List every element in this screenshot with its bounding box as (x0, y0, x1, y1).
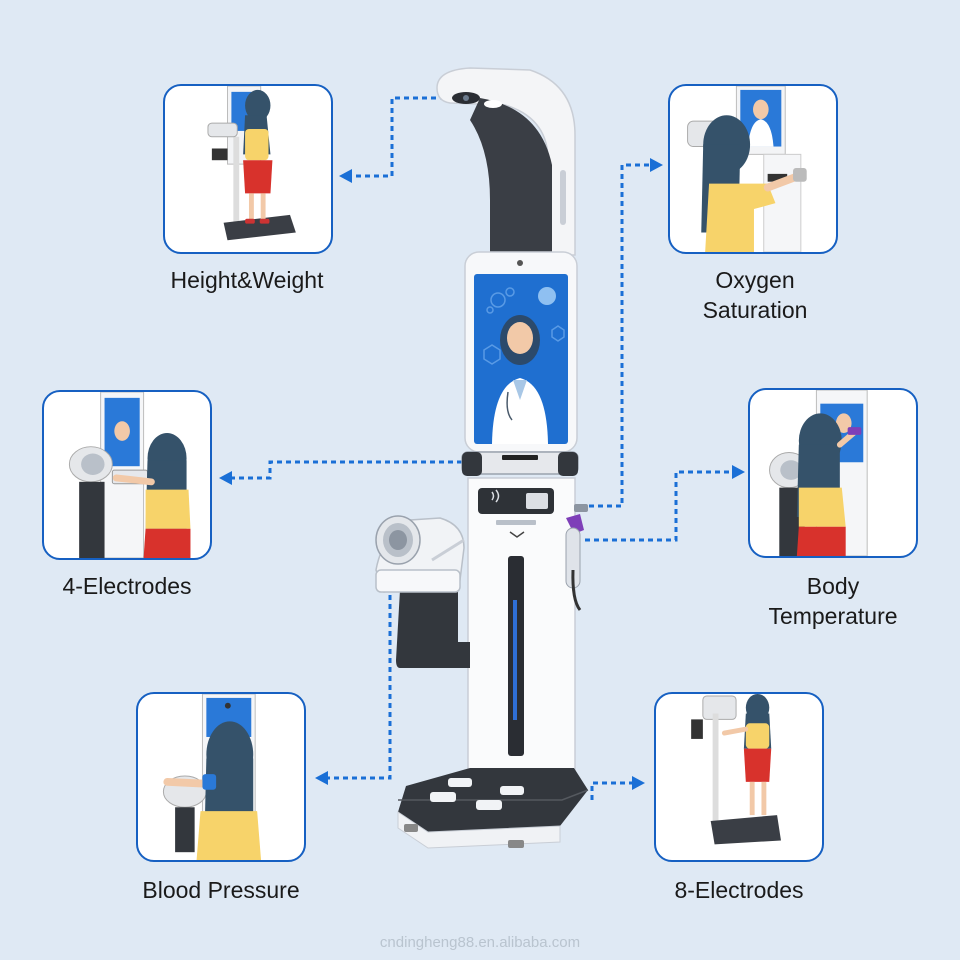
woman-oxygen-test-illustration (687, 86, 807, 252)
watermark-text: cndingheng88.en.alibaba.com (379, 934, 581, 951)
woman-hand-electrodes-illustration (68, 392, 191, 558)
4-electrodes-card (42, 390, 212, 560)
woman-on-scale-illustration (207, 86, 296, 241)
connector-oxygen (580, 163, 650, 508)
arrow-icon (632, 776, 645, 790)
arrow-icon (732, 465, 745, 479)
blood-pressure-label: Blood Pressure (142, 877, 300, 903)
8-electrodes-card (654, 692, 824, 862)
body-temperature-label: Body Temperature (718, 571, 948, 631)
arrow-icon (315, 771, 328, 785)
height-weight-card (163, 84, 333, 254)
4-electrodes-label: 4-Electrodes (62, 573, 192, 599)
connector-blood-pressure (328, 595, 392, 780)
body-temperature-card (748, 388, 918, 558)
oxygen-saturation-label: Oxygen Saturation (640, 265, 870, 325)
oxygen-label-line2: Saturation (702, 297, 808, 323)
arrow-icon (219, 471, 232, 485)
blood-pressure-card (136, 692, 306, 862)
oxygen-saturation-card (668, 84, 838, 254)
woman-blood-pressure-illustration (162, 694, 262, 860)
temperature-label-line2: Temperature (768, 603, 898, 629)
connector-temperature (585, 470, 732, 542)
height-weight-label: Height&Weight (170, 267, 324, 293)
arrow-icon (650, 158, 663, 172)
temperature-label-line1: Body (806, 573, 860, 599)
8-electrodes-label: 8-Electrodes (674, 877, 804, 903)
connector-4-electrodes (232, 460, 462, 480)
oxygen-label-line1: Oxygen (715, 267, 795, 293)
woman-temperature-test-illustration (769, 390, 868, 556)
woman-8-electrodes-illustration (691, 694, 781, 845)
connector-height-weight (352, 96, 445, 178)
arrow-icon (339, 169, 352, 183)
